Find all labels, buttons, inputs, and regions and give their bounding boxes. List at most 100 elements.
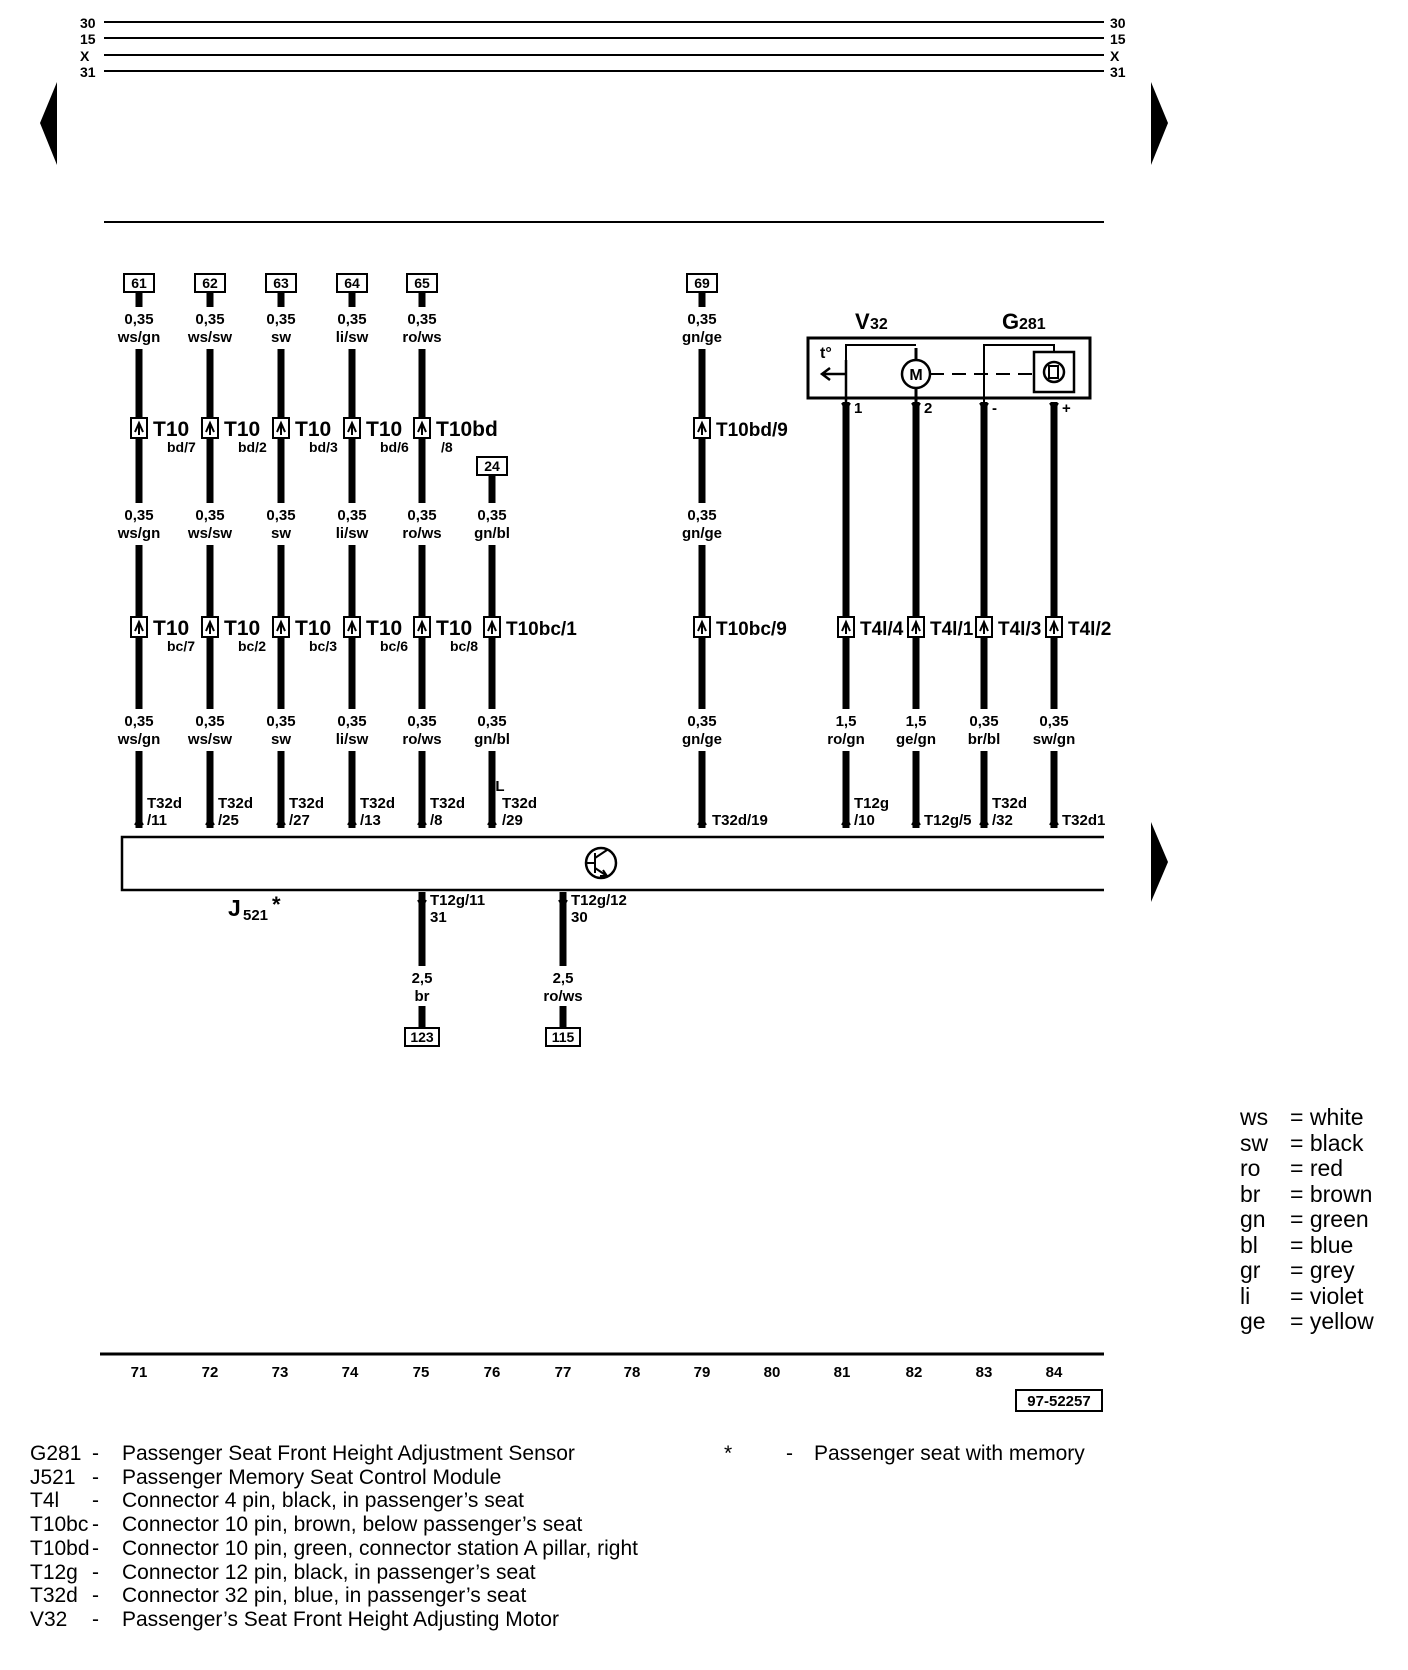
legend-dash: - [92,1560,99,1584]
legend-code: T10bd [30,1536,90,1560]
label-bg [531,966,595,1006]
color-key-row: ws= white [1240,1104,1374,1131]
wire-color: ro/ws [402,731,441,748]
diagram-id: 97-52257 [1027,1393,1090,1410]
color-key-row: ro= red [1240,1155,1374,1182]
wire-size: 0,35 [337,311,366,328]
connector-t10bc-arrow [205,619,215,634]
connector-label: T10bd/9 [716,420,788,441]
label-bg [178,307,242,349]
label-bg [249,709,313,751]
terminal-label: 30 [571,909,588,926]
connector-t10bc-arrow [417,619,427,634]
pin-arrow [134,815,144,826]
wire-ref: 24 [484,458,500,474]
pin-arrow [979,815,989,826]
color-name: white [1309,1104,1364,1130]
motor-link [845,344,916,360]
pin-label: T32d [218,795,253,812]
pin-arrow [347,815,357,826]
label-bg [670,709,734,751]
wire-ref: 123 [410,1029,434,1045]
connector-t4l [837,616,855,638]
pin-arrow [487,815,497,826]
legend-text: Connector 10 pin, green, connector stati… [122,1536,638,1560]
module-sub: 521 [243,907,268,924]
color-abbr: br [1240,1180,1261,1207]
connector-label: T4l/1 [930,619,974,640]
motor-symbol: M [909,367,922,384]
page-next-arrow-bottom-right[interactable] [1151,822,1168,902]
page-prev-arrow-left[interactable] [40,82,57,165]
wire-size: 0,35 [124,507,153,524]
pin-arrow [1049,815,1059,826]
bus-label-left: 31 [80,64,96,80]
track-number: 80 [764,1364,781,1381]
wire-color: ws/sw [187,329,233,346]
legend-dash: - [92,1536,99,1560]
legend-dash: - [92,1489,99,1513]
component-pin: 1 [854,400,862,417]
bus-label-right: 30 [1110,15,1126,31]
wire-ref: 61 [131,275,147,291]
track-number: 79 [694,1364,711,1381]
color-eq: = [1290,1129,1310,1156]
connector-label: T10bc/1 [506,619,577,640]
wire-color: sw [271,525,291,542]
connector-label: T10 [153,617,189,640]
connector-t10bd-arrow [134,420,144,435]
pin-arrow [1049,402,1059,413]
wire-size: 0,35 [195,311,224,328]
track-number: 76 [484,1364,501,1381]
pin-arrow [841,402,851,413]
wire-size: 0,35 [1039,713,1068,730]
color-abbr: gr [1240,1257,1261,1283]
label-bg [390,966,454,1006]
connector-t4l-arrow [841,619,851,634]
label-bg [882,709,950,751]
label-bg [460,709,524,751]
wire-size: 1,5 [836,713,857,730]
connector-t10bc-9 [693,616,711,638]
wire-size: 0,35 [407,507,436,524]
connector-label: T10bd [436,418,498,441]
track-number: 72 [202,1364,219,1381]
wire-ref: 69 [694,275,710,291]
pin-label: T32d [502,795,537,812]
legend-text: Passenger’s Seat Front Height Adjusting … [122,1607,559,1631]
label-bg [107,709,171,751]
g281-label: G [1002,309,1019,334]
color-name: brown [1309,1180,1373,1207]
wire-color: br [415,988,430,1005]
color-name: red [1309,1155,1344,1181]
wire-size: 0,35 [124,713,153,730]
component-pin: - [992,400,997,417]
connector-t4l-arrow [911,619,921,634]
pin-arrow [841,815,851,826]
page-next-arrow-top-right[interactable] [1151,82,1168,165]
connector-t10bd [413,417,431,439]
color-eq: = [1290,1155,1310,1181]
color-key-row: gr= grey [1240,1257,1374,1284]
wire-size: 0,35 [687,713,716,730]
wire-color: li/sw [336,731,369,748]
legend-code: V32 [30,1607,68,1631]
wire-color: ro/ws [402,525,441,542]
color-eq: = [1290,1104,1310,1130]
legend-text: Passenger Memory Seat Control Module [122,1465,502,1489]
pin-arrow [979,402,989,413]
label-bg [178,503,242,545]
pin-label: T12g [854,795,889,812]
wire-size: 0,35 [407,713,436,730]
connector-t10bc [130,616,148,638]
track-number: 82 [906,1364,923,1381]
connector-label: T10 [295,617,331,640]
legend-code: J521 [30,1465,76,1489]
wire-size: 2,5 [553,970,574,987]
connector-t4l [907,616,925,638]
pin-arrow [911,402,921,413]
pin-label: /32 [992,812,1013,829]
